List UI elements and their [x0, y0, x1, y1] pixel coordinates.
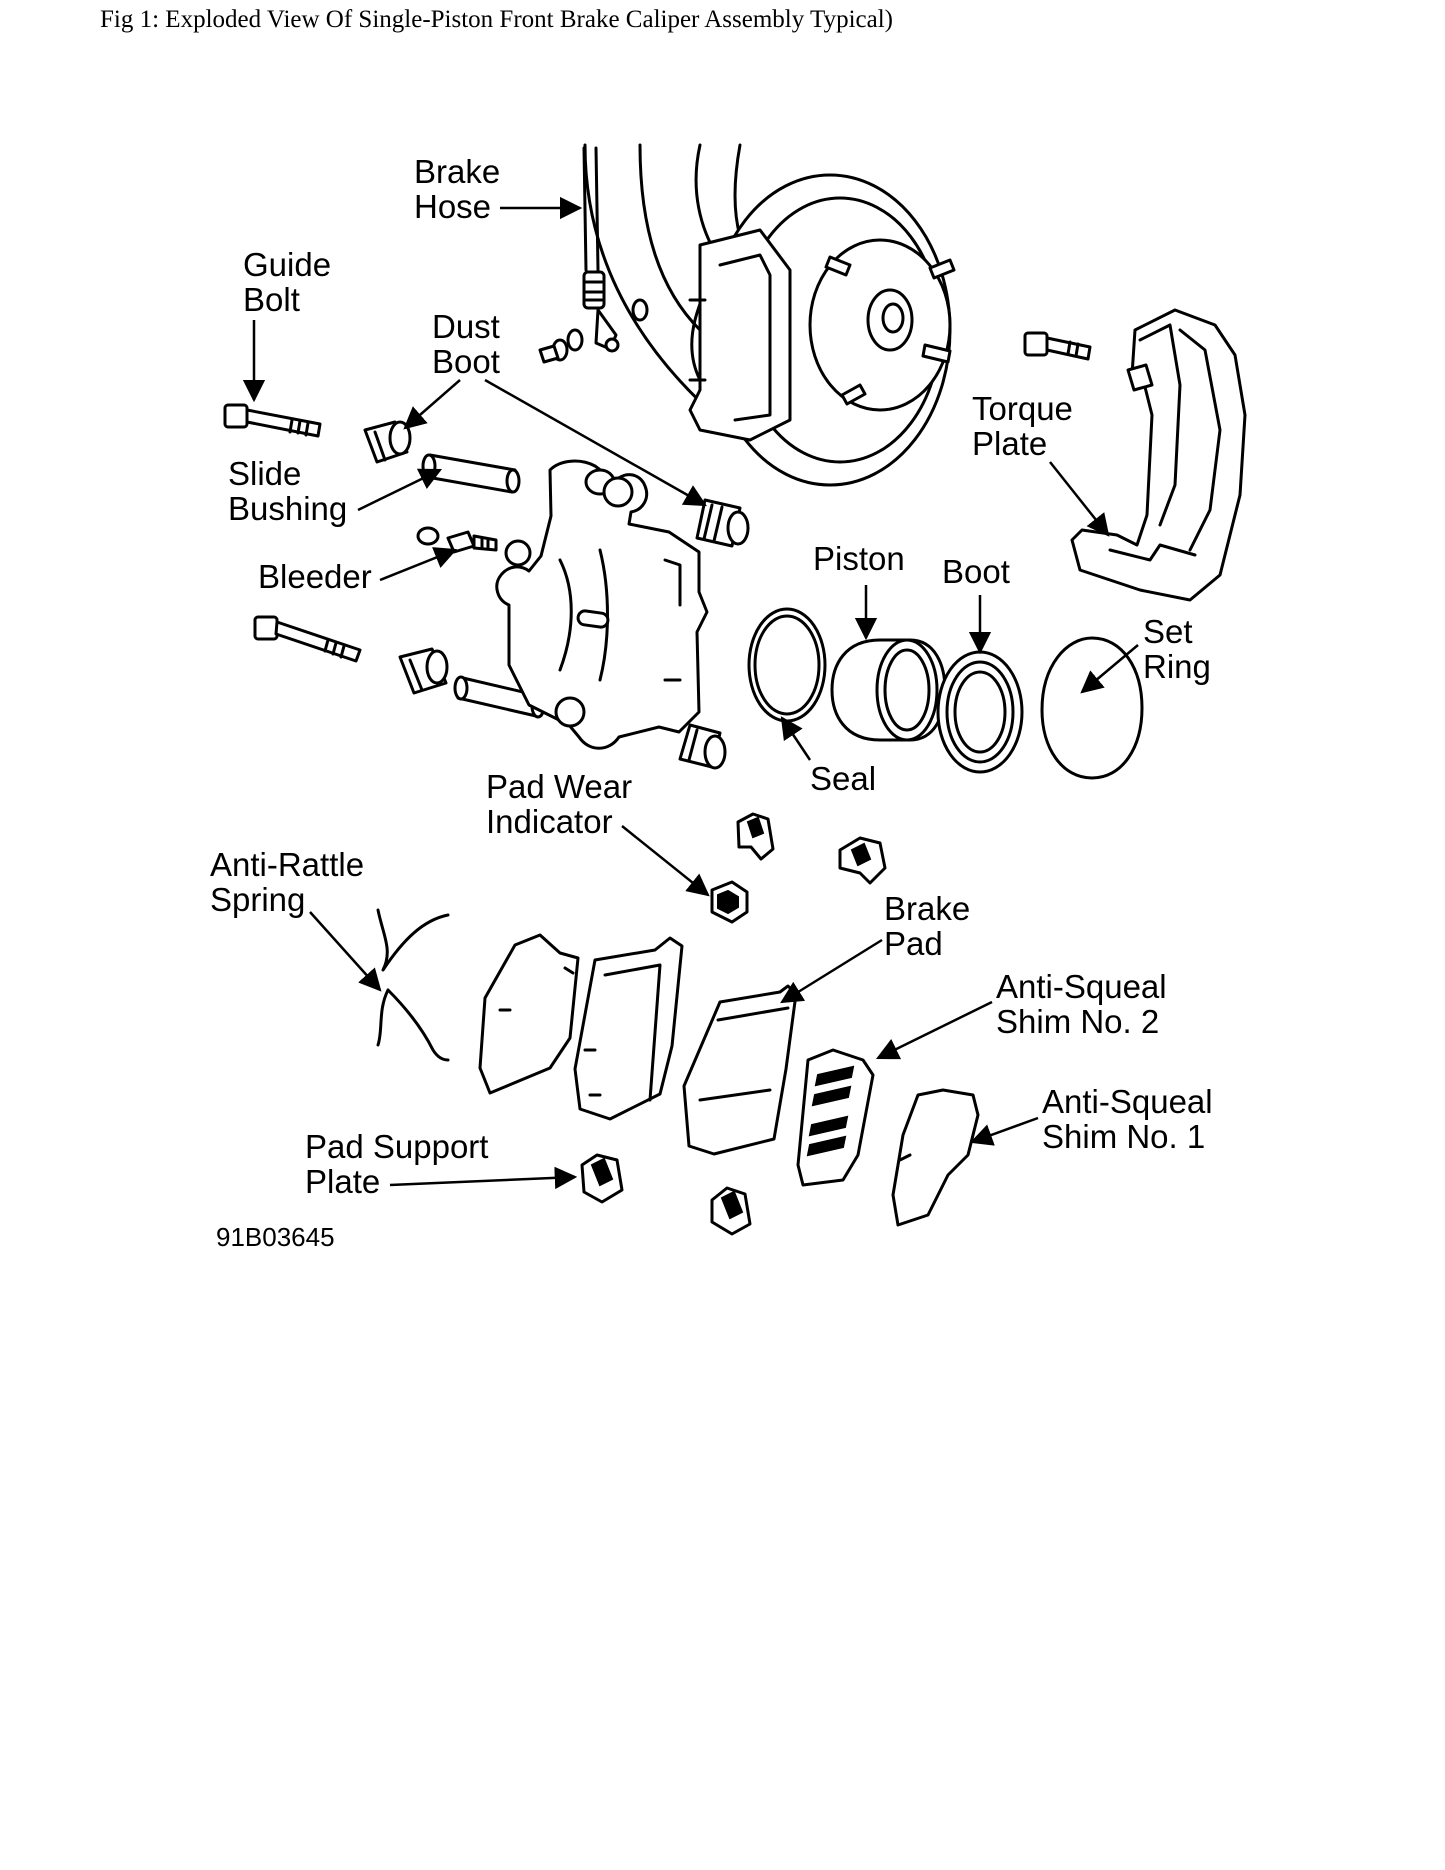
label-pad-wear-indicator: Pad Wear Indicator	[486, 768, 710, 897]
svg-text:Plate: Plate	[972, 425, 1047, 462]
guide-bolt-upper	[223, 403, 322, 438]
svg-text:Guide: Guide	[243, 246, 331, 283]
svg-text:Slide: Slide	[228, 455, 301, 492]
label-set-ring: Set Ring	[1080, 613, 1211, 694]
svg-text:Ring: Ring	[1143, 648, 1211, 685]
label-piston: Piston	[813, 540, 905, 641]
svg-text:Anti-Rattle: Anti-Rattle	[210, 846, 364, 883]
anti-rattle-spring	[376, 908, 450, 1062]
torque-plate	[1070, 308, 1247, 602]
svg-text:Seal: Seal	[810, 760, 876, 797]
pad-support-plate-lower-left	[580, 1153, 624, 1204]
svg-text:Spring: Spring	[210, 881, 305, 918]
slide-bushing-upper	[421, 453, 521, 494]
svg-text:Brake: Brake	[414, 153, 500, 190]
svg-text:Shim No. 2: Shim No. 2	[996, 1003, 1159, 1040]
dust-boot-right	[695, 498, 750, 548]
dust-boot-bottom	[678, 723, 727, 770]
svg-text:Dust: Dust	[432, 308, 500, 345]
label-slide-bushing: Slide Bushing	[228, 455, 443, 527]
svg-text:Anti-Squeal: Anti-Squeal	[1042, 1083, 1213, 1120]
dust-boot-lower	[398, 647, 449, 695]
svg-text:Bolt: Bolt	[243, 281, 300, 318]
label-bleeder: Bleeder	[258, 547, 458, 595]
label-dust-boot: Dust Boot	[403, 308, 707, 507]
piston-boot	[936, 650, 1024, 774]
svg-text:Plate: Plate	[305, 1163, 380, 1200]
bleeder-valve	[416, 526, 498, 554]
svg-text:Pad: Pad	[884, 925, 943, 962]
svg-text:Set: Set	[1143, 613, 1193, 650]
figure-code: 91B03645	[216, 1222, 335, 1252]
pad-support-plate-lower-center	[710, 1186, 752, 1236]
svg-text:Pad Wear: Pad Wear	[486, 768, 632, 805]
svg-text:Indicator: Indicator	[486, 803, 613, 840]
label-boot: Boot	[942, 553, 1010, 655]
svg-text:Boot: Boot	[432, 343, 500, 380]
torque-plate-bolt	[1023, 331, 1092, 361]
rotor-hub-assembly	[583, 143, 956, 487]
svg-text:Shim No. 1: Shim No. 1	[1042, 1118, 1205, 1155]
caliper-body	[495, 459, 709, 750]
hose-gaskets-and-bolt	[538, 298, 649, 364]
dust-boot-upper	[363, 420, 412, 464]
label-pad-support-plate: Pad Support Plate	[305, 1128, 578, 1200]
set-ring	[1040, 636, 1144, 780]
anti-squeal-shim-1	[891, 1088, 980, 1227]
piston-seal	[747, 607, 827, 723]
label-guide-bolt: Guide Bolt	[242, 246, 331, 403]
label-brake-pad: Brake Pad	[780, 890, 970, 1004]
svg-text:Boot: Boot	[942, 553, 1010, 590]
svg-text:Bushing: Bushing	[228, 490, 347, 527]
pad-wear-indicator	[710, 880, 749, 924]
svg-text:Hose: Hose	[414, 188, 491, 225]
pad-support-plate-upper-right	[838, 836, 887, 885]
piston	[830, 638, 947, 742]
pad-support-plate-upper-left	[736, 812, 775, 861]
anti-squeal-shim-inner-left	[478, 933, 580, 1095]
brake-pad-outer	[682, 984, 798, 1156]
label-anti-squeal-shim-1: Anti-Squeal Shim No. 1	[969, 1083, 1213, 1155]
label-anti-squeal-shim-2: Anti-Squeal Shim No. 2	[875, 968, 1167, 1060]
label-seal: Seal	[780, 716, 876, 797]
guide-bolt-lower	[253, 615, 362, 663]
svg-text:Anti-Squeal: Anti-Squeal	[996, 968, 1167, 1005]
figure-caption: Fig 1: Exploded View Of Single-Piston Fr…	[100, 6, 893, 33]
svg-text:Brake: Brake	[884, 890, 970, 927]
brake-pad-inner	[573, 936, 684, 1121]
svg-text:Pad Support: Pad Support	[305, 1128, 488, 1165]
svg-text:Bleeder: Bleeder	[258, 558, 372, 595]
brake-hose	[582, 146, 620, 353]
svg-text:Piston: Piston	[813, 540, 905, 577]
svg-text:Torque: Torque	[972, 390, 1073, 427]
label-anti-rattle-spring: Anti-Rattle Spring	[210, 846, 382, 992]
anti-squeal-shim-2	[796, 1048, 875, 1187]
label-torque-plate: Torque Plate	[972, 390, 1110, 537]
label-brake-hose: Brake Hose	[414, 153, 583, 225]
